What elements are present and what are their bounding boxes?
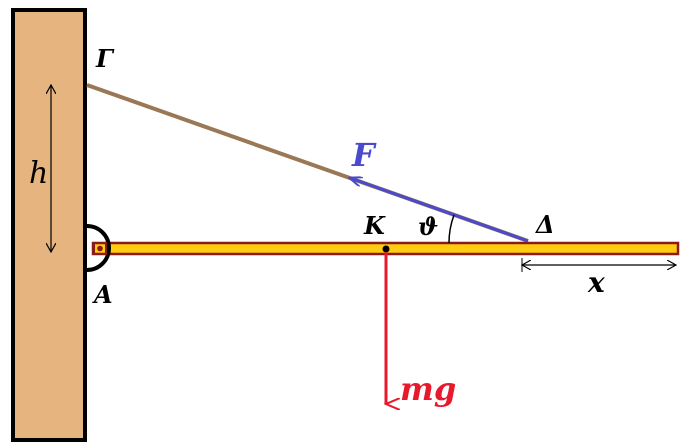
label-h: h — [29, 156, 48, 191]
label-delta: Δ — [535, 210, 555, 239]
hinge-bracket — [86, 224, 111, 272]
label-k: K — [363, 211, 386, 240]
hinge-pin — [97, 245, 103, 252]
label-x: x — [587, 266, 605, 299]
wall — [11, 8, 87, 442]
label-a: A — [92, 280, 113, 309]
label-theta: ϑ — [418, 212, 438, 241]
hinge-pin-box — [93, 242, 107, 255]
force-arrow — [350, 178, 529, 243]
label-gamma: Γ — [95, 44, 115, 73]
label-force: F — [351, 136, 377, 174]
label-weight: mg — [400, 370, 456, 408]
angle-arc — [448, 214, 455, 244]
center-of-mass-dot — [382, 245, 390, 253]
